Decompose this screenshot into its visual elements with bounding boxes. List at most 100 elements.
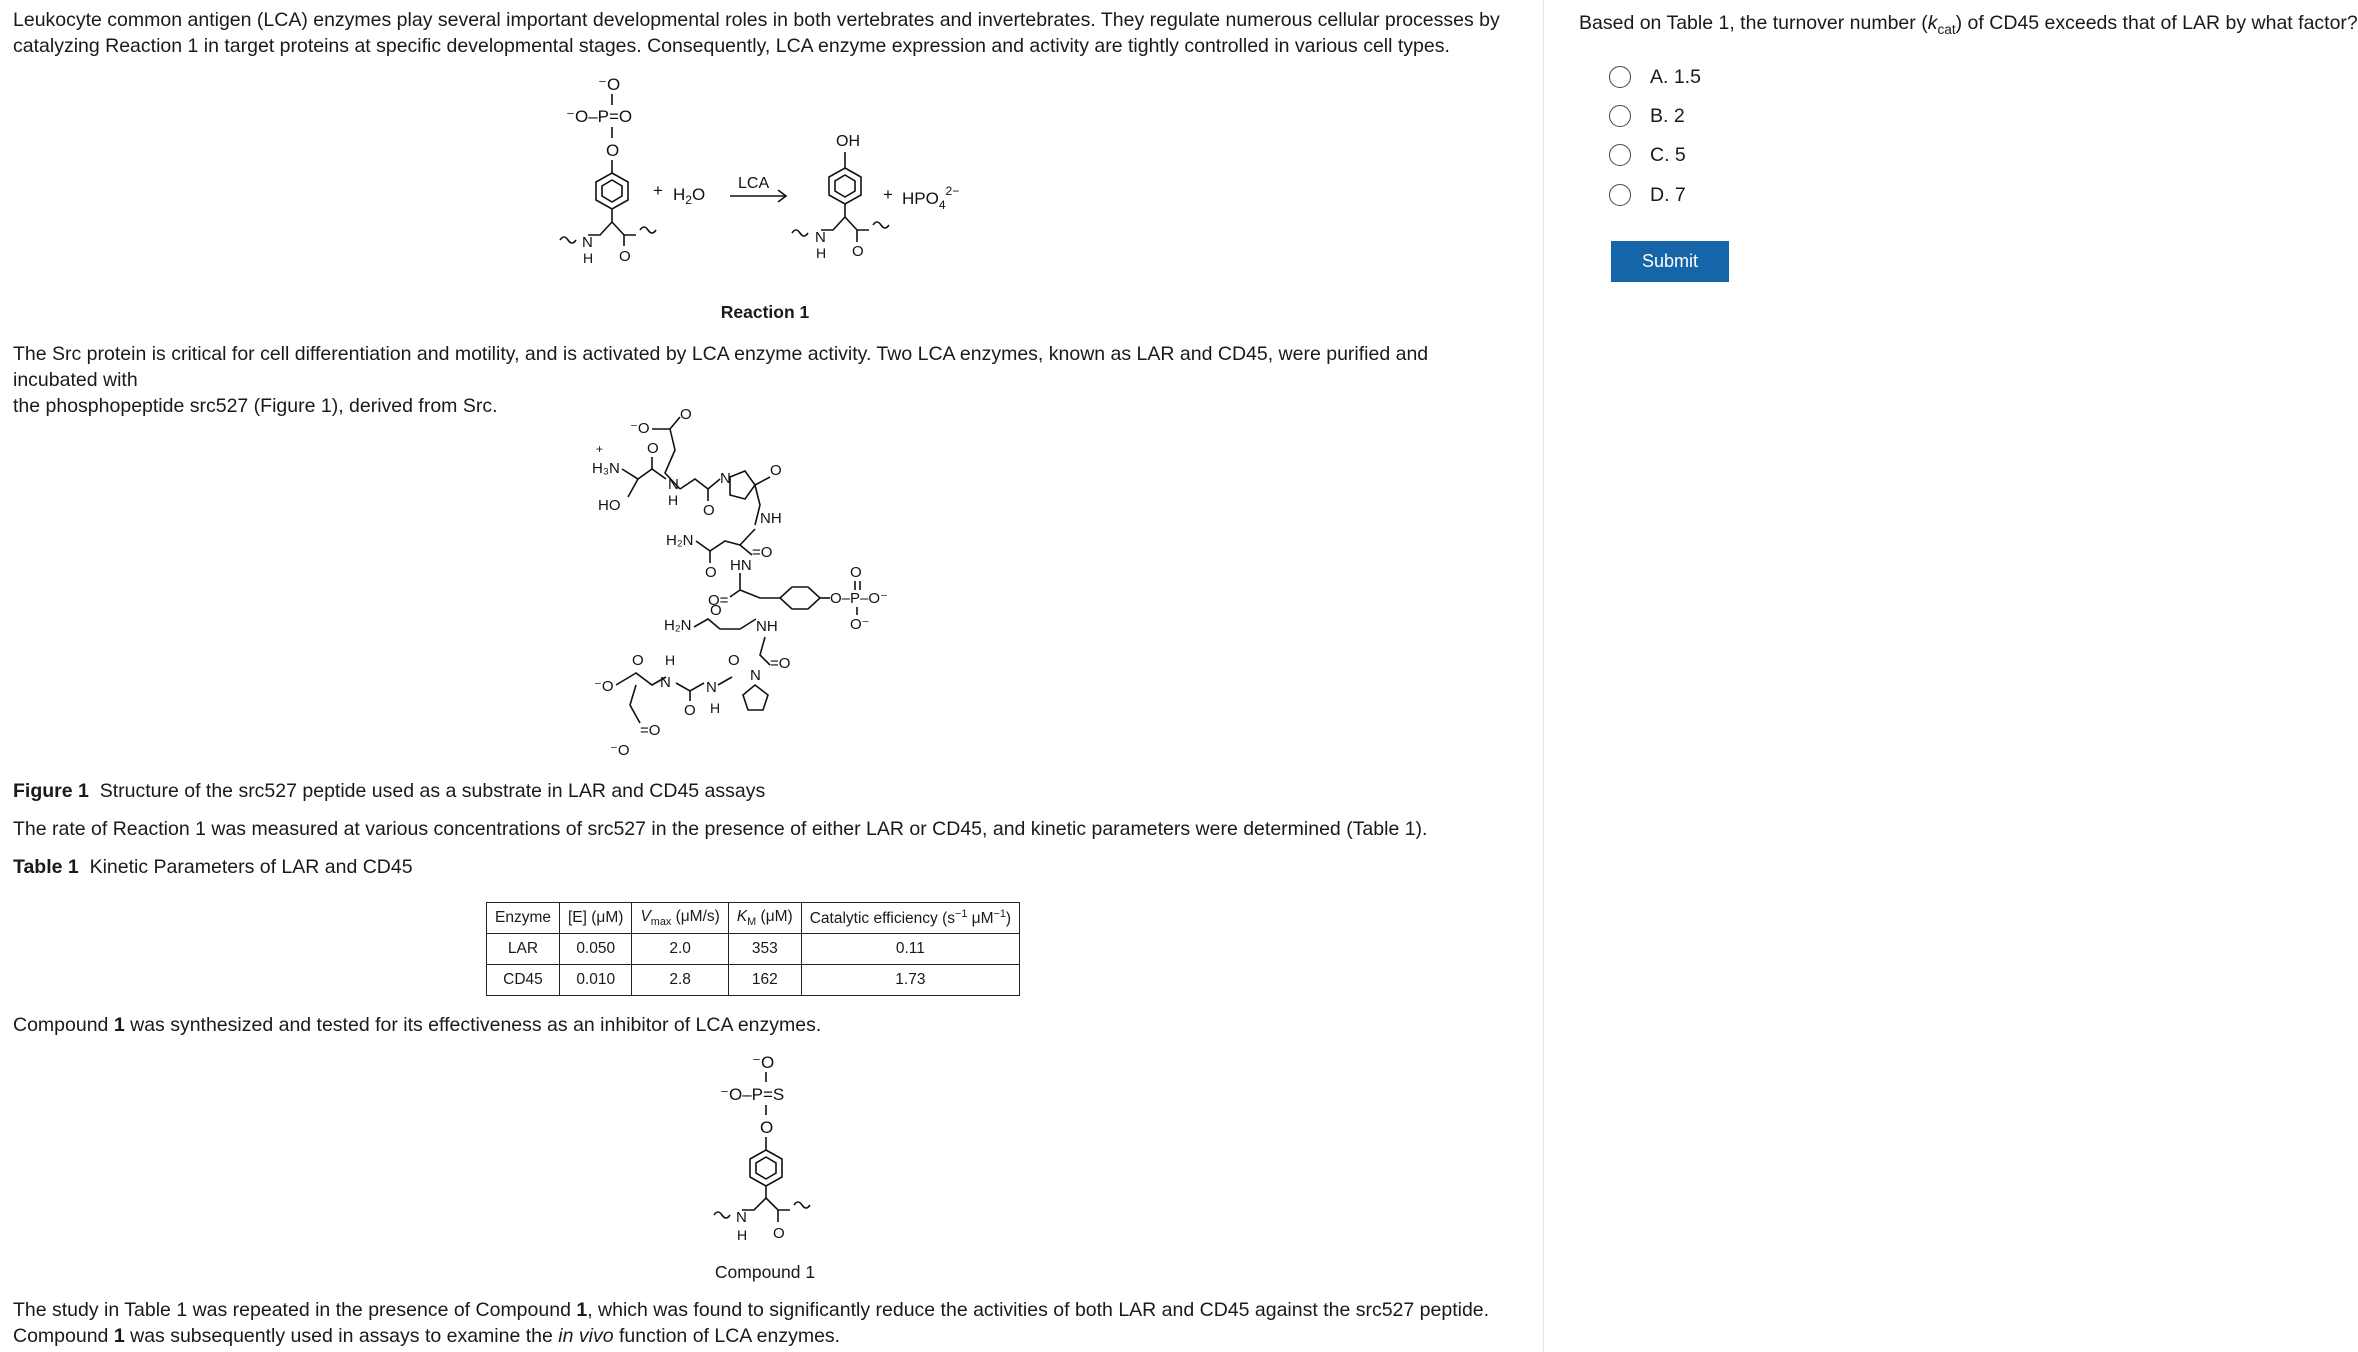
figure-1-label: Figure 1 bbox=[13, 780, 89, 802]
answer-option-d[interactable]: D. 7 bbox=[1609, 180, 1686, 210]
peptide-n-3: N bbox=[706, 679, 717, 696]
para2-line1: The Src protein is critical for cell dif… bbox=[13, 343, 1429, 391]
passage-paragraph-1: Leukocyte common antigen (LCA) enzymes p… bbox=[13, 7, 1513, 59]
compound-n: N bbox=[736, 1209, 747, 1226]
option-label: A. 1.5 bbox=[1650, 65, 1701, 88]
compound-ester-o: O bbox=[760, 1118, 773, 1137]
table-1-caption: Table 1 Kinetic Parameters of LAR and CD… bbox=[13, 856, 413, 879]
compound-o-minus-top: ⁻O bbox=[752, 1053, 774, 1072]
peptide-h-2: H bbox=[665, 652, 675, 668]
phosphate-o-minus-top: ⁻O bbox=[598, 75, 620, 94]
table-header-row: Enzyme [E] (μM) Vmax (μM/s) KM (μM) Cata… bbox=[486, 902, 1021, 934]
radio-button[interactable] bbox=[1609, 184, 1631, 206]
cell-concentration: 0.010 bbox=[558, 964, 633, 996]
figure-1-caption: Figure 1 Structure of the src527 peptide… bbox=[13, 778, 1513, 804]
reaction-1-scheme: ⁻O ⁻O–P=O O N H O + H2O LCA bbox=[559, 75, 959, 266]
kinetics-table: Enzyme [E] (μM) Vmax (μM/s) KM (μM) Cata… bbox=[486, 902, 1021, 996]
header-concentration: [E] (μM) bbox=[558, 902, 633, 934]
phosphate-p-row: ⁻O–P=O bbox=[566, 107, 632, 126]
peptide-glu-carboxylate: ⁻O bbox=[630, 420, 650, 437]
header-catalytic-efficiency: Catalytic efficiency (s−1 μM−1) bbox=[800, 902, 1021, 934]
peptide-hn-1: HN bbox=[730, 557, 752, 574]
option-label: D. 7 bbox=[1650, 183, 1686, 206]
cell-enzyme: LAR bbox=[486, 933, 560, 965]
table-1-text: Kinetic Parameters of LAR and CD45 bbox=[89, 856, 413, 878]
para5-line1: The study in Table 1 was repeated in the… bbox=[13, 1299, 1490, 1321]
reactant-h: H bbox=[583, 250, 593, 266]
peptide-phospho-o-bottom: O⁻ bbox=[850, 616, 870, 633]
passage-pane[interactable]: Leukocyte common antigen (LCA) enzymes p… bbox=[0, 0, 1544, 1352]
peptide-o-8: O bbox=[684, 702, 696, 719]
compound-h: H bbox=[737, 1227, 747, 1243]
peptide-o-3: O bbox=[770, 462, 782, 479]
product-oh-label: OH bbox=[836, 133, 860, 150]
cell-efficiency: 0.11 bbox=[800, 933, 1021, 965]
passage-paragraph-5: The study in Table 1 was repeated in the… bbox=[13, 1297, 1513, 1349]
para1-line1: Leukocyte common antigen (LCA) enzymes p… bbox=[13, 9, 1500, 31]
peptide-nh-2: NH bbox=[756, 618, 778, 635]
header-enzyme: Enzyme bbox=[486, 902, 560, 934]
peptide-o-eq-2: O= bbox=[708, 592, 729, 609]
peptide-h-1: H bbox=[668, 492, 678, 508]
peptide-o-7: O bbox=[728, 652, 740, 669]
plus-sign-2: + bbox=[883, 185, 893, 204]
peptide-phospho-row: O–P–O⁻ bbox=[830, 590, 888, 607]
radio-button[interactable] bbox=[1609, 144, 1631, 166]
header-km: KM (μM) bbox=[727, 902, 802, 934]
peptide-o-6: O bbox=[632, 652, 644, 669]
compound-thiophosphate-row: ⁻O–P=S bbox=[720, 1085, 784, 1104]
peptide-n-1: N bbox=[668, 476, 679, 493]
peptide-h-3: H bbox=[710, 700, 720, 716]
phosphate-ester-o: O bbox=[606, 141, 619, 160]
peptide-nterm-plus: + bbox=[596, 442, 603, 456]
submit-button[interactable]: Submit bbox=[1611, 241, 1729, 282]
cell-vmax: 2.0 bbox=[631, 933, 729, 965]
peptide-o-minus-end: ⁻O bbox=[610, 742, 630, 759]
phosphate-product-label: HPO42− bbox=[902, 184, 959, 212]
peptide-o-2: O bbox=[703, 502, 715, 519]
compound-1-caption: Compound 1 bbox=[714, 1262, 816, 1282]
reactant-carbonyl-o: O bbox=[619, 248, 631, 265]
peptide-eq-o-4: =O bbox=[640, 722, 660, 739]
lca-arrow-label: LCA bbox=[738, 175, 769, 192]
cell-vmax: 2.8 bbox=[631, 964, 729, 996]
answer-option-b[interactable]: B. 2 bbox=[1609, 101, 1685, 131]
para5-line2: Compound 1 was subsequently used in assa… bbox=[13, 1325, 841, 1347]
peptide-nh-1: NH bbox=[760, 510, 782, 527]
peptide-o-minus-c: ⁻O bbox=[594, 678, 614, 695]
water-label: H2O bbox=[673, 185, 705, 207]
table-1-label: Table 1 bbox=[13, 856, 79, 878]
peptide-n-2: N bbox=[660, 674, 671, 691]
answer-option-c[interactable]: C. 5 bbox=[1609, 140, 1686, 170]
option-label: C. 5 bbox=[1650, 143, 1686, 166]
peptide-nterm: H₃N bbox=[592, 460, 620, 477]
reactant-n: N bbox=[582, 234, 593, 251]
figure-1-text: Structure of the src527 peptide used as … bbox=[99, 780, 766, 802]
peptide-o-5: O bbox=[710, 602, 722, 619]
peptide-eq-o-3: =O bbox=[770, 655, 790, 672]
peptide-phospho-o-top: O bbox=[850, 564, 862, 581]
table-row: LAR 0.050 2.0 353 0.11 bbox=[486, 933, 1021, 965]
radio-button[interactable] bbox=[1609, 105, 1631, 127]
product-n: N bbox=[815, 229, 826, 246]
passage-paragraph-3: The rate of Reaction 1 was measured at v… bbox=[13, 818, 1428, 840]
cell-concentration: 0.050 bbox=[558, 933, 633, 965]
peptide-o-1: O bbox=[647, 440, 659, 457]
plus-sign-1: + bbox=[653, 181, 663, 200]
cell-km: 162 bbox=[727, 964, 802, 996]
compound-1-structure: ⁻O ⁻O–P=S O N H O bbox=[713, 1053, 811, 1243]
product-carbonyl-o: O bbox=[852, 243, 864, 260]
peptide-o-4: O bbox=[705, 564, 717, 581]
answer-option-a[interactable]: A. 1.5 bbox=[1609, 62, 1701, 92]
radio-button[interactable] bbox=[1609, 66, 1631, 88]
peptide-pro-n: N bbox=[720, 470, 731, 487]
para2-line2: the phosphopeptide src527 (Figure 1), de… bbox=[13, 395, 498, 417]
para1-line2: catalyzing Reaction 1 in target proteins… bbox=[13, 35, 1450, 57]
product-h: H bbox=[816, 245, 826, 261]
peptide-eq-o-1: =O bbox=[752, 544, 772, 561]
src527-peptide-structure: ⁻O O H₃N + O N H HO O N O NH H₂N O bbox=[592, 406, 888, 759]
passage-paragraph-2: The Src protein is critical for cell dif… bbox=[13, 341, 1513, 419]
header-vmax: Vmax (μM/s) bbox=[631, 902, 729, 934]
peptide-ho: HO bbox=[598, 497, 621, 514]
